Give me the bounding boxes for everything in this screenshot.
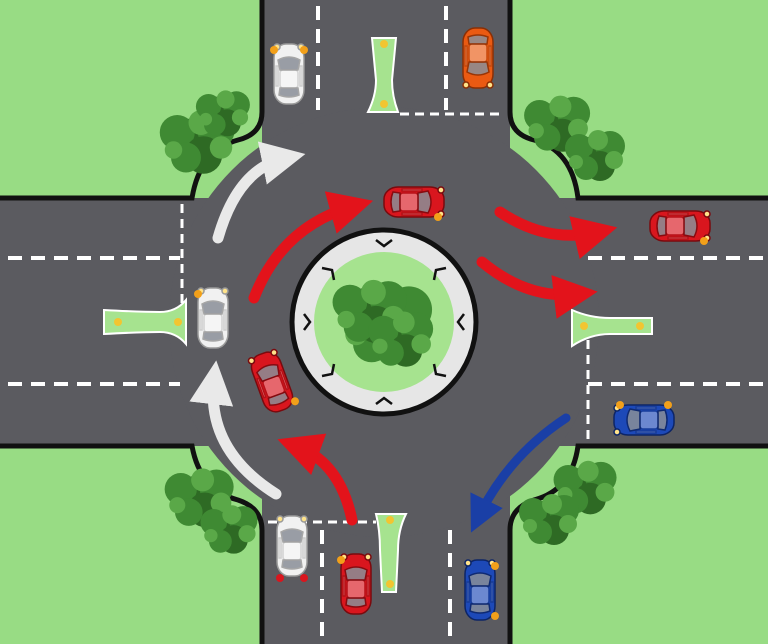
curved-arrow-icon bbox=[212, 141, 306, 244]
island-north bbox=[366, 37, 400, 113]
car-top-view-icon bbox=[613, 401, 675, 436]
car-top-view-icon bbox=[383, 186, 445, 221]
splitter-islands bbox=[103, 37, 653, 593]
central-island bbox=[289, 227, 479, 417]
car-top-view-icon bbox=[464, 559, 499, 621]
car-top-view-icon bbox=[246, 347, 299, 417]
car-top-view-icon bbox=[194, 287, 229, 349]
car-top-view-icon bbox=[649, 210, 711, 245]
lane-markings bbox=[8, 6, 764, 640]
curved-arrow-icon bbox=[476, 256, 598, 319]
car-top-view-icon bbox=[462, 27, 494, 89]
chevron-icon bbox=[303, 239, 465, 405]
island-south bbox=[374, 513, 408, 593]
curved-arrow-icon bbox=[189, 360, 282, 500]
island-east bbox=[571, 308, 653, 348]
curved-arrow-icon bbox=[470, 413, 571, 533]
movement-arrows bbox=[189, 141, 618, 533]
cars bbox=[194, 27, 711, 621]
curved-arrow-icon bbox=[494, 206, 618, 260]
car-top-view-icon bbox=[270, 43, 308, 105]
island-west bbox=[103, 297, 187, 347]
curved-arrow-icon bbox=[248, 191, 374, 304]
car-top-view-icon bbox=[276, 515, 308, 582]
curved-arrow-icon bbox=[277, 433, 358, 526]
car-top-view-icon bbox=[337, 553, 372, 615]
